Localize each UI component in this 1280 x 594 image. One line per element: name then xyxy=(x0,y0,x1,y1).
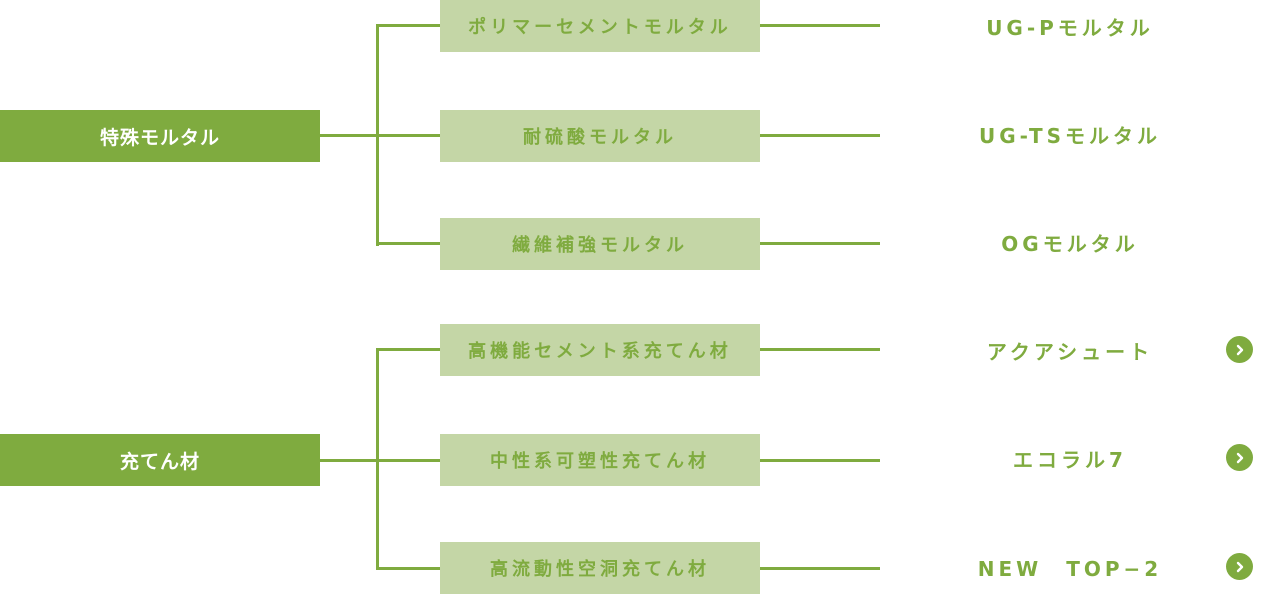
connector-product-1-3 xyxy=(760,242,880,245)
connector-branch-1-1 xyxy=(376,24,440,27)
type-label: 耐硫酸モルタル xyxy=(523,127,677,148)
type-box: 高機能セメント系充てん材 xyxy=(440,324,760,376)
type-box: 繊維補強モルタル xyxy=(440,218,760,270)
connector-branch-2-3 xyxy=(376,567,440,570)
category-label: 特殊モルタル xyxy=(99,126,220,149)
type-box: 高流動性空洞充てん材 xyxy=(440,542,760,594)
connector-branch-1-3 xyxy=(376,242,440,245)
type-label: ポリマーセメントモルタル xyxy=(468,17,732,38)
connector-product-1-1 xyxy=(760,24,880,27)
category-special-mortar: 特殊モルタル xyxy=(0,110,320,162)
type-label: 繊維補強モルタル xyxy=(512,235,688,256)
type-label: 中性系可塑性充てん材 xyxy=(490,451,710,472)
connector-category-1 xyxy=(320,134,378,137)
product-name: UG-Pモルタル xyxy=(986,15,1154,40)
connector-product-2-1 xyxy=(760,348,880,351)
product-link-ecoral7[interactable]: エコラル7 xyxy=(880,432,1260,484)
product-link-new-top-2[interactable]: NEW TOP−2 xyxy=(880,541,1260,593)
product-item: UG-Pモルタル xyxy=(880,0,1260,52)
chevron-right-circle-icon[interactable] xyxy=(1226,336,1253,363)
product-name[interactable]: エコラル7 xyxy=(1013,447,1127,472)
chevron-right-circle-icon[interactable] xyxy=(1226,553,1253,580)
connector-product-1-2 xyxy=(760,134,880,137)
product-name: UG-TSモルタル xyxy=(978,123,1162,148)
type-label: 高機能セメント系充てん材 xyxy=(468,341,732,362)
connector-branch-2-1 xyxy=(376,348,440,351)
type-box: ポリマーセメントモルタル xyxy=(440,0,760,52)
type-label: 高流動性空洞充てん材 xyxy=(490,559,710,580)
product-link-aquashoot[interactable]: アクアシュート xyxy=(880,324,1260,376)
connector-branch-1-2 xyxy=(376,134,440,137)
product-item: OGモルタル xyxy=(880,216,1260,268)
category-filler: 充てん材 xyxy=(0,434,320,486)
connector-branch-2-2 xyxy=(376,459,440,462)
connector-category-2 xyxy=(320,459,378,462)
product-item: UG-TSモルタル xyxy=(880,108,1260,160)
connector-product-2-3 xyxy=(760,567,880,570)
product-name[interactable]: アクアシュート xyxy=(986,339,1154,364)
connector-product-2-2 xyxy=(760,459,880,462)
chevron-right-circle-icon[interactable] xyxy=(1226,444,1253,471)
type-box: 耐硫酸モルタル xyxy=(440,110,760,162)
category-label: 充てん材 xyxy=(119,450,200,473)
type-box: 中性系可塑性充てん材 xyxy=(440,434,760,486)
product-name: OGモルタル xyxy=(1001,231,1139,256)
product-name[interactable]: NEW TOP−2 xyxy=(977,556,1163,581)
